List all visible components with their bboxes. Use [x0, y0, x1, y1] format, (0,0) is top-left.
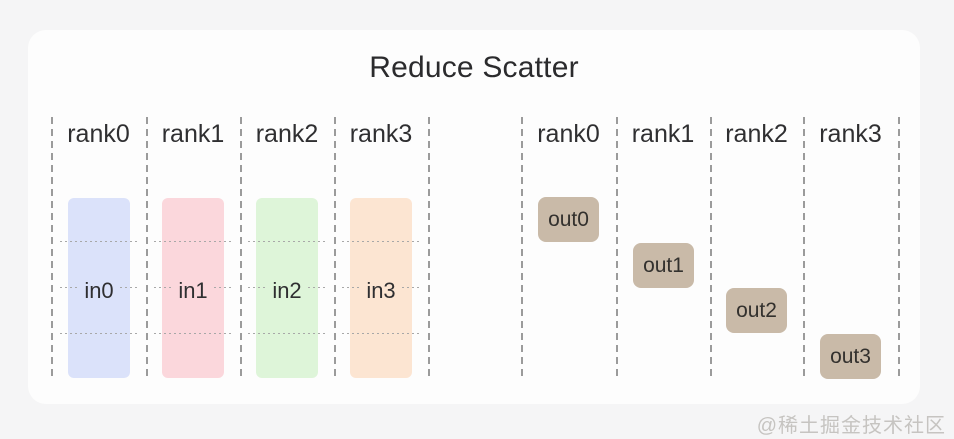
output-rank-label-2: rank2	[725, 120, 788, 148]
dashed-column-divider	[146, 117, 148, 379]
segment-divider-dotted-line	[248, 241, 326, 242]
input-buffer-label-in3: in3	[361, 277, 401, 305]
output-box-out2: out2	[726, 288, 787, 333]
dashed-column-divider	[334, 117, 336, 379]
output-box-label-out2: out2	[736, 298, 777, 322]
output-rank-label-1: rank1	[631, 120, 695, 148]
diagram-title: Reduce Scatter	[369, 51, 579, 84]
output-box-label-out1: out1	[643, 253, 684, 277]
input-rank-label-1: rank1	[161, 120, 225, 148]
input-rank-label-3: rank3	[349, 120, 413, 148]
input-buffer-label-row: in2	[256, 276, 318, 306]
input-buffer-label-row: in3	[350, 276, 412, 306]
dashed-column-divider	[803, 117, 805, 379]
input-rank-label-2: rank2	[255, 120, 319, 148]
output-box-label-out3: out3	[830, 344, 871, 368]
dashed-column-divider	[616, 117, 618, 379]
input-buffer-label-in1: in1	[173, 277, 213, 305]
input-buffer-label-row: in0	[68, 276, 130, 306]
input-rank-label-0: rank0	[67, 120, 130, 148]
segment-divider-dotted-line	[342, 241, 420, 242]
output-rank-label-0: rank0	[537, 120, 600, 148]
output-box-out1: out1	[633, 243, 694, 288]
diagram-card: Reduce Scatter rank0 rank1 rank2 rank3 i…	[28, 30, 920, 404]
input-group: rank0 rank1 rank2 rank3 in0 in1	[28, 30, 920, 404]
dashed-column-divider	[51, 117, 53, 379]
output-box-label-out0: out0	[548, 207, 589, 231]
segment-divider-dotted-line	[154, 333, 232, 334]
input-buffer-label-in2: in2	[267, 277, 307, 305]
input-buffer-label-in0: in0	[79, 277, 119, 305]
dashed-column-divider	[710, 117, 712, 379]
input-buffer-label-row: in1	[162, 276, 224, 306]
output-rank-label-3: rank3	[819, 120, 882, 148]
dashed-column-divider	[898, 117, 900, 379]
dashed-column-divider	[521, 117, 523, 379]
segment-divider-dotted-line	[60, 241, 138, 242]
segment-divider-dotted-line	[154, 241, 232, 242]
output-box-out0: out0	[538, 197, 599, 242]
dashed-column-divider	[428, 117, 430, 379]
output-group: rank0 rank1 rank2 rank3 out0 out1 out2 o…	[28, 30, 920, 404]
segment-divider-dotted-line	[60, 333, 138, 334]
output-box-out3: out3	[820, 334, 881, 379]
segment-divider-dotted-line	[342, 333, 420, 334]
segment-divider-dotted-line	[248, 333, 326, 334]
dashed-column-divider	[240, 117, 242, 379]
watermark-text: @稀土掘金技术社区	[756, 415, 946, 437]
